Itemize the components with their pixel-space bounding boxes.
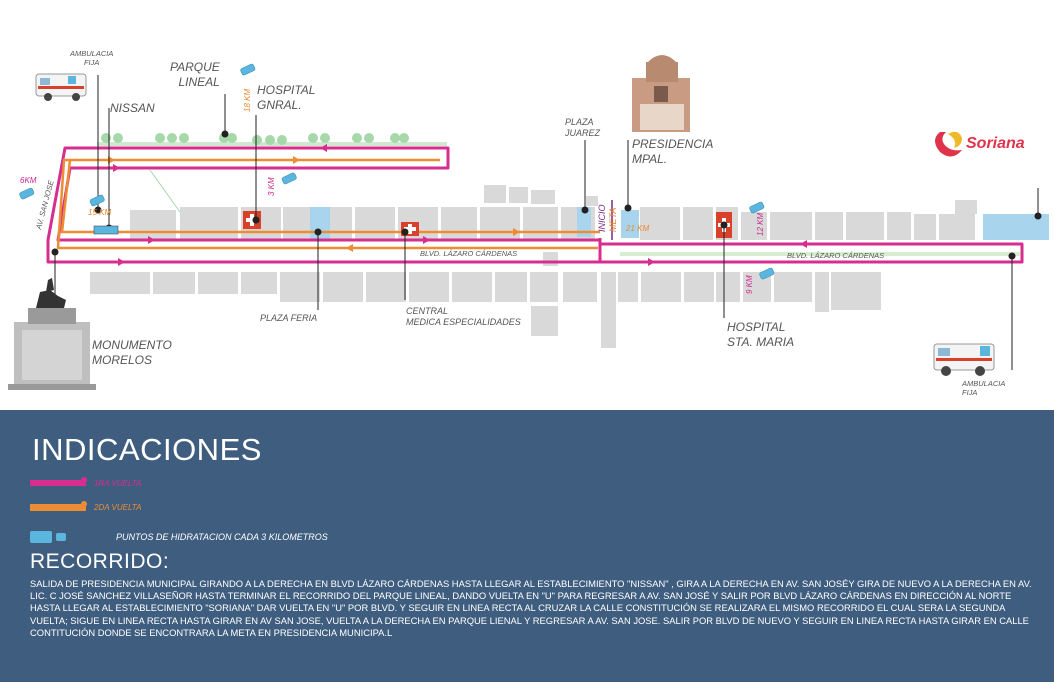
legend-lap2: 2DA VUELTA [30, 500, 330, 518]
blvd-lazaro-cardenas-label: BLVD. LÁZARO CÁRDENAS [787, 251, 885, 260]
plaza-juarez-label: PLAZA JUAREZ [565, 117, 601, 138]
location-pins [51, 75, 1042, 370]
presidencia-label: PRESIDENCIA MPAL. [632, 137, 714, 166]
lap2-swatch [30, 501, 87, 511]
hydration-icon [30, 531, 52, 543]
hospital-gnral-label: HOSPITAL GNRAL. [257, 83, 316, 112]
route-arrows [113, 144, 807, 266]
hydration-label: PUNTOS DE HIDRATACION CADA 3 KILOMETROS [116, 532, 328, 542]
km-marker-21: 21 KM [626, 224, 650, 233]
hydration-icon [56, 533, 66, 541]
ambulancia-fija-label: AMBULACIA FIJA [962, 379, 1006, 397]
route-map: AMBULACIA FIJA NISSAN PARQUE LINEAL HOSP… [8, 49, 1049, 397]
km-marker-15: 15 KM [88, 208, 112, 217]
lap1-swatch [30, 477, 87, 486]
ambulance-icon [35, 73, 87, 101]
legend-title: INDICACIONES [32, 432, 262, 467]
lower-blocks [90, 252, 881, 348]
route-title: RECORRIDO: [30, 550, 170, 573]
legend-panel: INDICACIONES 1RA VUELTA 2DA VUELTA PUNTO… [0, 410, 1054, 682]
presidencia-building-icon [632, 55, 690, 132]
ambulance-icon [933, 343, 995, 376]
route-lap2 [56, 158, 600, 250]
legend-hydration: PUNTOS DE HIDRATACION CADA 3 KILOMETROS [30, 530, 430, 548]
inicio-label: INICIO [597, 204, 607, 232]
nissan-marker [93, 225, 119, 235]
km-marker-3: 3 KM [267, 177, 276, 196]
km-marker-9: 9 KM [745, 275, 754, 294]
map-canvas [8, 55, 1049, 390]
route-arrows-lap2 [108, 156, 520, 252]
hydration-icon [19, 63, 775, 280]
hospital-sta-maria-label: HOSPITAL STA. MARIA [727, 320, 795, 349]
nissan-label: NISSAN [110, 101, 155, 115]
blvd-median [620, 252, 1020, 256]
soriana-logo [935, 131, 962, 157]
km-marker-12: 12 KM [756, 212, 765, 236]
lap2-label: 2DA VUELTA [94, 503, 142, 512]
parque-lineal-label: PARQUE LINEAL [170, 60, 220, 89]
soriana-label: Soriana [966, 135, 1025, 152]
monument-icon [8, 278, 96, 390]
km-marker-6: 6KM [20, 176, 37, 185]
km-marker-18: 18 KM [243, 88, 252, 112]
monumento-morelos-label: MONUMENTO MORELOS [92, 338, 172, 367]
route-lap1 [46, 146, 1024, 264]
lap1-label: 1RA VUELTA [94, 479, 142, 488]
ambulancia-fija-label: AMBULACIA FIJA [70, 49, 114, 67]
legend-lap1: 1RA VUELTA [30, 476, 330, 494]
upper-blocks [130, 185, 977, 240]
central-medica-label: CENTRAL MEDICA ESPECIALIDADES [406, 306, 521, 327]
blvd-lazaro-cardenas-label: BLVD. LÁZARO CÁRDENAS [420, 249, 518, 258]
trees [101, 133, 409, 145]
meta-label: META [608, 207, 618, 232]
route-description: SALIDA DE PRESIDENCIA MUNICIPAL GIRANDO … [30, 578, 1032, 638]
plaza-feria-label: PLAZA FERIA [260, 313, 318, 323]
